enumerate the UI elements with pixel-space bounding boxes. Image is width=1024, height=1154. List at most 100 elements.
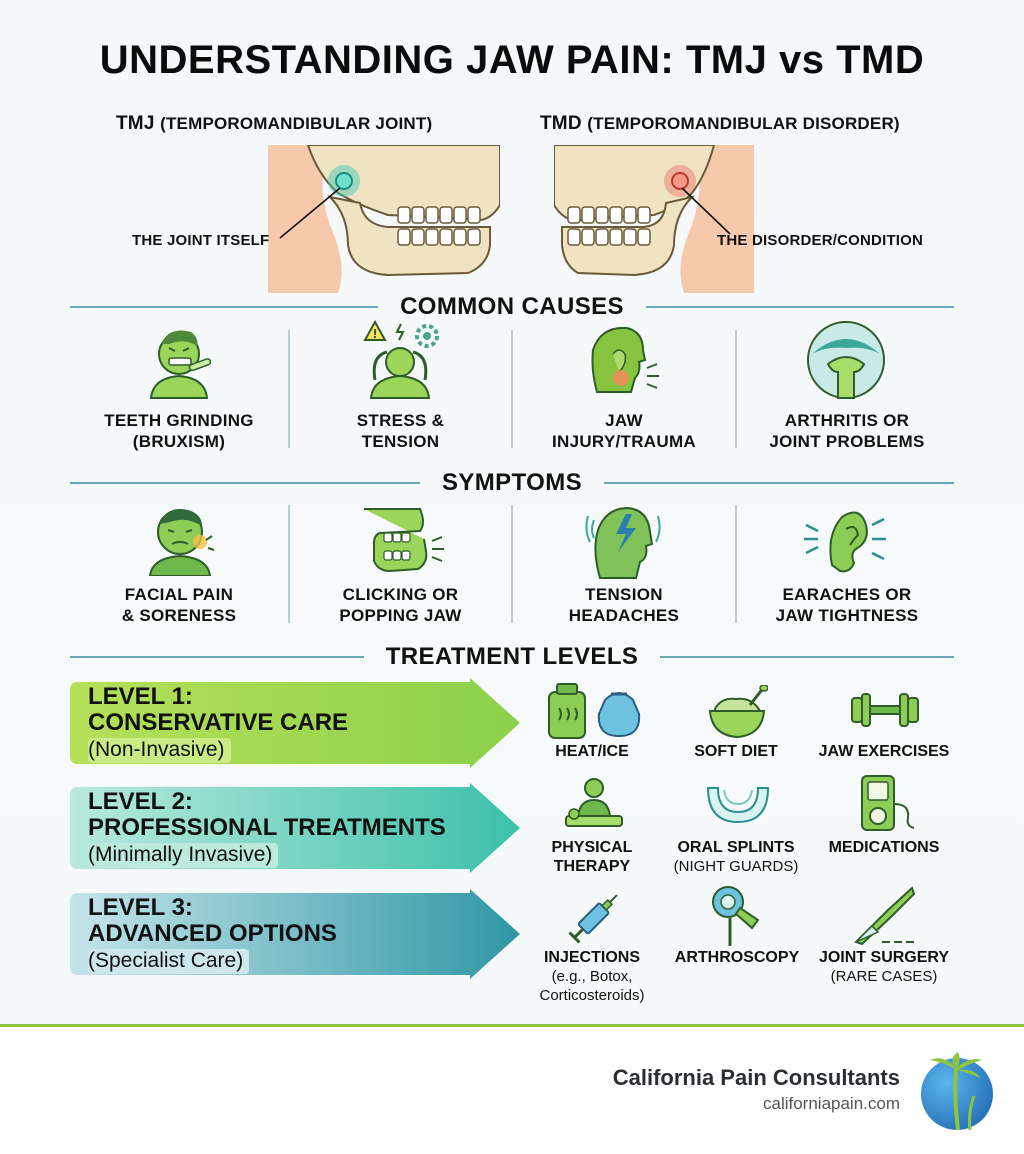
divider — [511, 505, 513, 623]
level-subtitle: (Minimally Invasive) — [88, 843, 279, 868]
option-label: MEDICATIONS — [828, 839, 940, 856]
treatment-section-heading: TREATMENT LEVELS — [70, 642, 954, 672]
level-number: LEVEL 3: — [88, 894, 193, 921]
brand-block: California Pain Consultants californiapa… — [613, 1065, 900, 1114]
treatment-option: PHYSICAL THERAPY — [532, 838, 652, 876]
treatment-option: JOINT SURGERY (RARE CASES) — [808, 948, 960, 986]
arthroscope-icon — [712, 886, 760, 946]
brand-name: California Pain Consultants — [612, 1065, 900, 1090]
cause-label: JOINT PROBLEMS — [769, 432, 925, 451]
option-sublabel: (e.g., Botox, — [551, 968, 633, 985]
causes-section-heading: COMMON CAUSES — [70, 292, 954, 322]
footer-divider — [0, 1024, 1024, 1027]
symptom-label: FACIAL PAIN — [124, 585, 234, 604]
level-subtitle: (Specialist Care) — [88, 949, 250, 974]
option-label: JAW EXERCISES — [818, 743, 950, 760]
tmj-heading: TMJ (TEMPOROMANDIBULAR JOINT) — [116, 113, 432, 135]
tmd-abbr: TMD — [540, 113, 582, 134]
symptom-label: TENSION — [585, 585, 663, 604]
option-sublabel: (NIGHT GUARDS) — [673, 858, 799, 875]
tmj-skull-illustration — [268, 145, 500, 293]
tmj-full: (TEMPOROMANDIBULAR JOINT) — [160, 114, 433, 133]
option-label: THERAPY — [553, 858, 631, 875]
soft-diet-bowl-icon — [708, 685, 768, 739]
brand-url[interactable]: californiapain.com — [762, 1094, 900, 1113]
tmj-callout-line — [279, 187, 341, 239]
symptom-label: HEADACHES — [568, 606, 680, 625]
option-label: PHYSICAL — [551, 839, 633, 856]
symptom-item: CLICKING OR POPPING JAW — [290, 584, 511, 626]
treatment-option: SOFT DIET — [676, 742, 796, 761]
symptom-label: POPPING JAW — [339, 606, 462, 625]
symptom-label: JAW TIGHTNESS — [775, 606, 919, 625]
cause-label: JAW — [605, 411, 643, 430]
option-label: SOFT DIET — [694, 743, 778, 760]
tmj-callout: THE JOINT ITSELF — [132, 232, 270, 249]
symptom-label: CLICKING OR — [342, 585, 459, 604]
symptom-item: TENSION HEADACHES — [513, 584, 735, 626]
option-label: INJECTIONS — [543, 949, 640, 966]
option-label: HEAT/ICE — [555, 743, 629, 760]
cause-item: STRESS & TENSION — [290, 410, 511, 452]
tmd-full: (TEMPOROMANDIBULAR DISORDER) — [587, 114, 900, 133]
arthritis-joint-icon — [807, 321, 885, 399]
treatment-option: MEDICATIONS — [808, 838, 960, 857]
level-1-text: LEVEL 1: CONSERVATIVE CARE (Non-Invasive… — [88, 684, 348, 763]
divider — [288, 505, 290, 623]
treatment-option: JAW EXERCISES — [808, 742, 960, 761]
divider — [511, 330, 513, 448]
teeth-grinding-icon — [149, 330, 212, 399]
level-2-text: LEVEL 2: PROFESSIONAL TREATMENTS (Minima… — [88, 789, 446, 868]
option-sublabel: (RARE CASES) — [830, 968, 938, 985]
cause-label: INJURY/TRAUMA — [552, 432, 696, 451]
option-label: ARTHROSCOPY — [674, 949, 800, 966]
symptoms-heading: SYMPTOMS — [441, 469, 583, 496]
symptom-item: EARACHES OR JAW TIGHTNESS — [737, 584, 957, 626]
svg-text:!: ! — [372, 327, 377, 341]
cause-item: TEETH GRINDING (BRUXISM) — [70, 410, 288, 452]
symptom-item: FACIAL PAIN & SORENESS — [70, 584, 288, 626]
level-subtitle: (Non-Invasive) — [88, 738, 231, 763]
clicking-jaw-icon — [364, 508, 444, 573]
treatment-option: HEAT/ICE — [532, 742, 652, 761]
physical-therapy-icon — [565, 778, 623, 827]
facial-pain-icon — [148, 509, 215, 576]
footer — [0, 1027, 1024, 1154]
causes-heading: COMMON CAUSES — [400, 293, 624, 320]
cause-label: TENSION — [361, 432, 440, 451]
symptom-label: EARACHES OR — [782, 585, 912, 604]
treatment-option: ARTHROSCOPY — [664, 948, 810, 967]
cause-label: TEETH GRINDING — [104, 411, 254, 430]
level-name: CONSERVATIVE CARE — [88, 709, 349, 736]
tmj-abbr: TMJ — [116, 113, 155, 134]
tmd-callout-line — [681, 187, 731, 235]
tmd-heading: TMD (TEMPOROMANDIBULAR DISORDER) — [540, 113, 900, 135]
night-guard-icon — [706, 787, 770, 824]
syringe-icon — [568, 894, 618, 944]
cause-label: (BRUXISM) — [132, 432, 226, 451]
option-label: JOINT SURGERY — [818, 949, 950, 966]
divider — [735, 505, 737, 623]
tmd-skull-illustration — [554, 145, 754, 293]
cause-item: ARTHRITIS OR JOINT PROBLEMS — [737, 410, 957, 452]
divider — [735, 330, 737, 448]
palm-tree-logo-icon — [921, 1052, 993, 1131]
tmd-callout: THE DISORDER/CONDITION — [717, 232, 924, 249]
level-number: LEVEL 1: — [88, 683, 193, 710]
jaw-injury-icon — [591, 326, 659, 393]
cause-label: ARTHRITIS OR — [784, 411, 910, 430]
cause-item: JAW INJURY/TRAUMA — [513, 410, 735, 452]
symptom-label: & SORENESS — [121, 606, 237, 625]
level-name: PROFESSIONAL TREATMENTS — [88, 814, 446, 841]
level-name: ADVANCED OPTIONS — [88, 920, 337, 947]
cause-label: STRESS & — [356, 411, 445, 430]
option-sublabel: Corticosteroids) — [539, 987, 645, 1004]
treatment-option: INJECTIONS (e.g., Botox, Corticosteroids… — [524, 948, 660, 1005]
option-label: ORAL SPLINTS — [677, 839, 795, 856]
heat-ice-icon — [548, 683, 641, 739]
headache-icon — [585, 506, 661, 579]
earache-icon — [804, 511, 886, 573]
page-title: UNDERSTANDING JAW PAIN: TMJ vs TMD — [99, 38, 925, 82]
symptoms-section-heading: SYMPTOMS — [70, 468, 954, 498]
divider — [288, 330, 290, 448]
